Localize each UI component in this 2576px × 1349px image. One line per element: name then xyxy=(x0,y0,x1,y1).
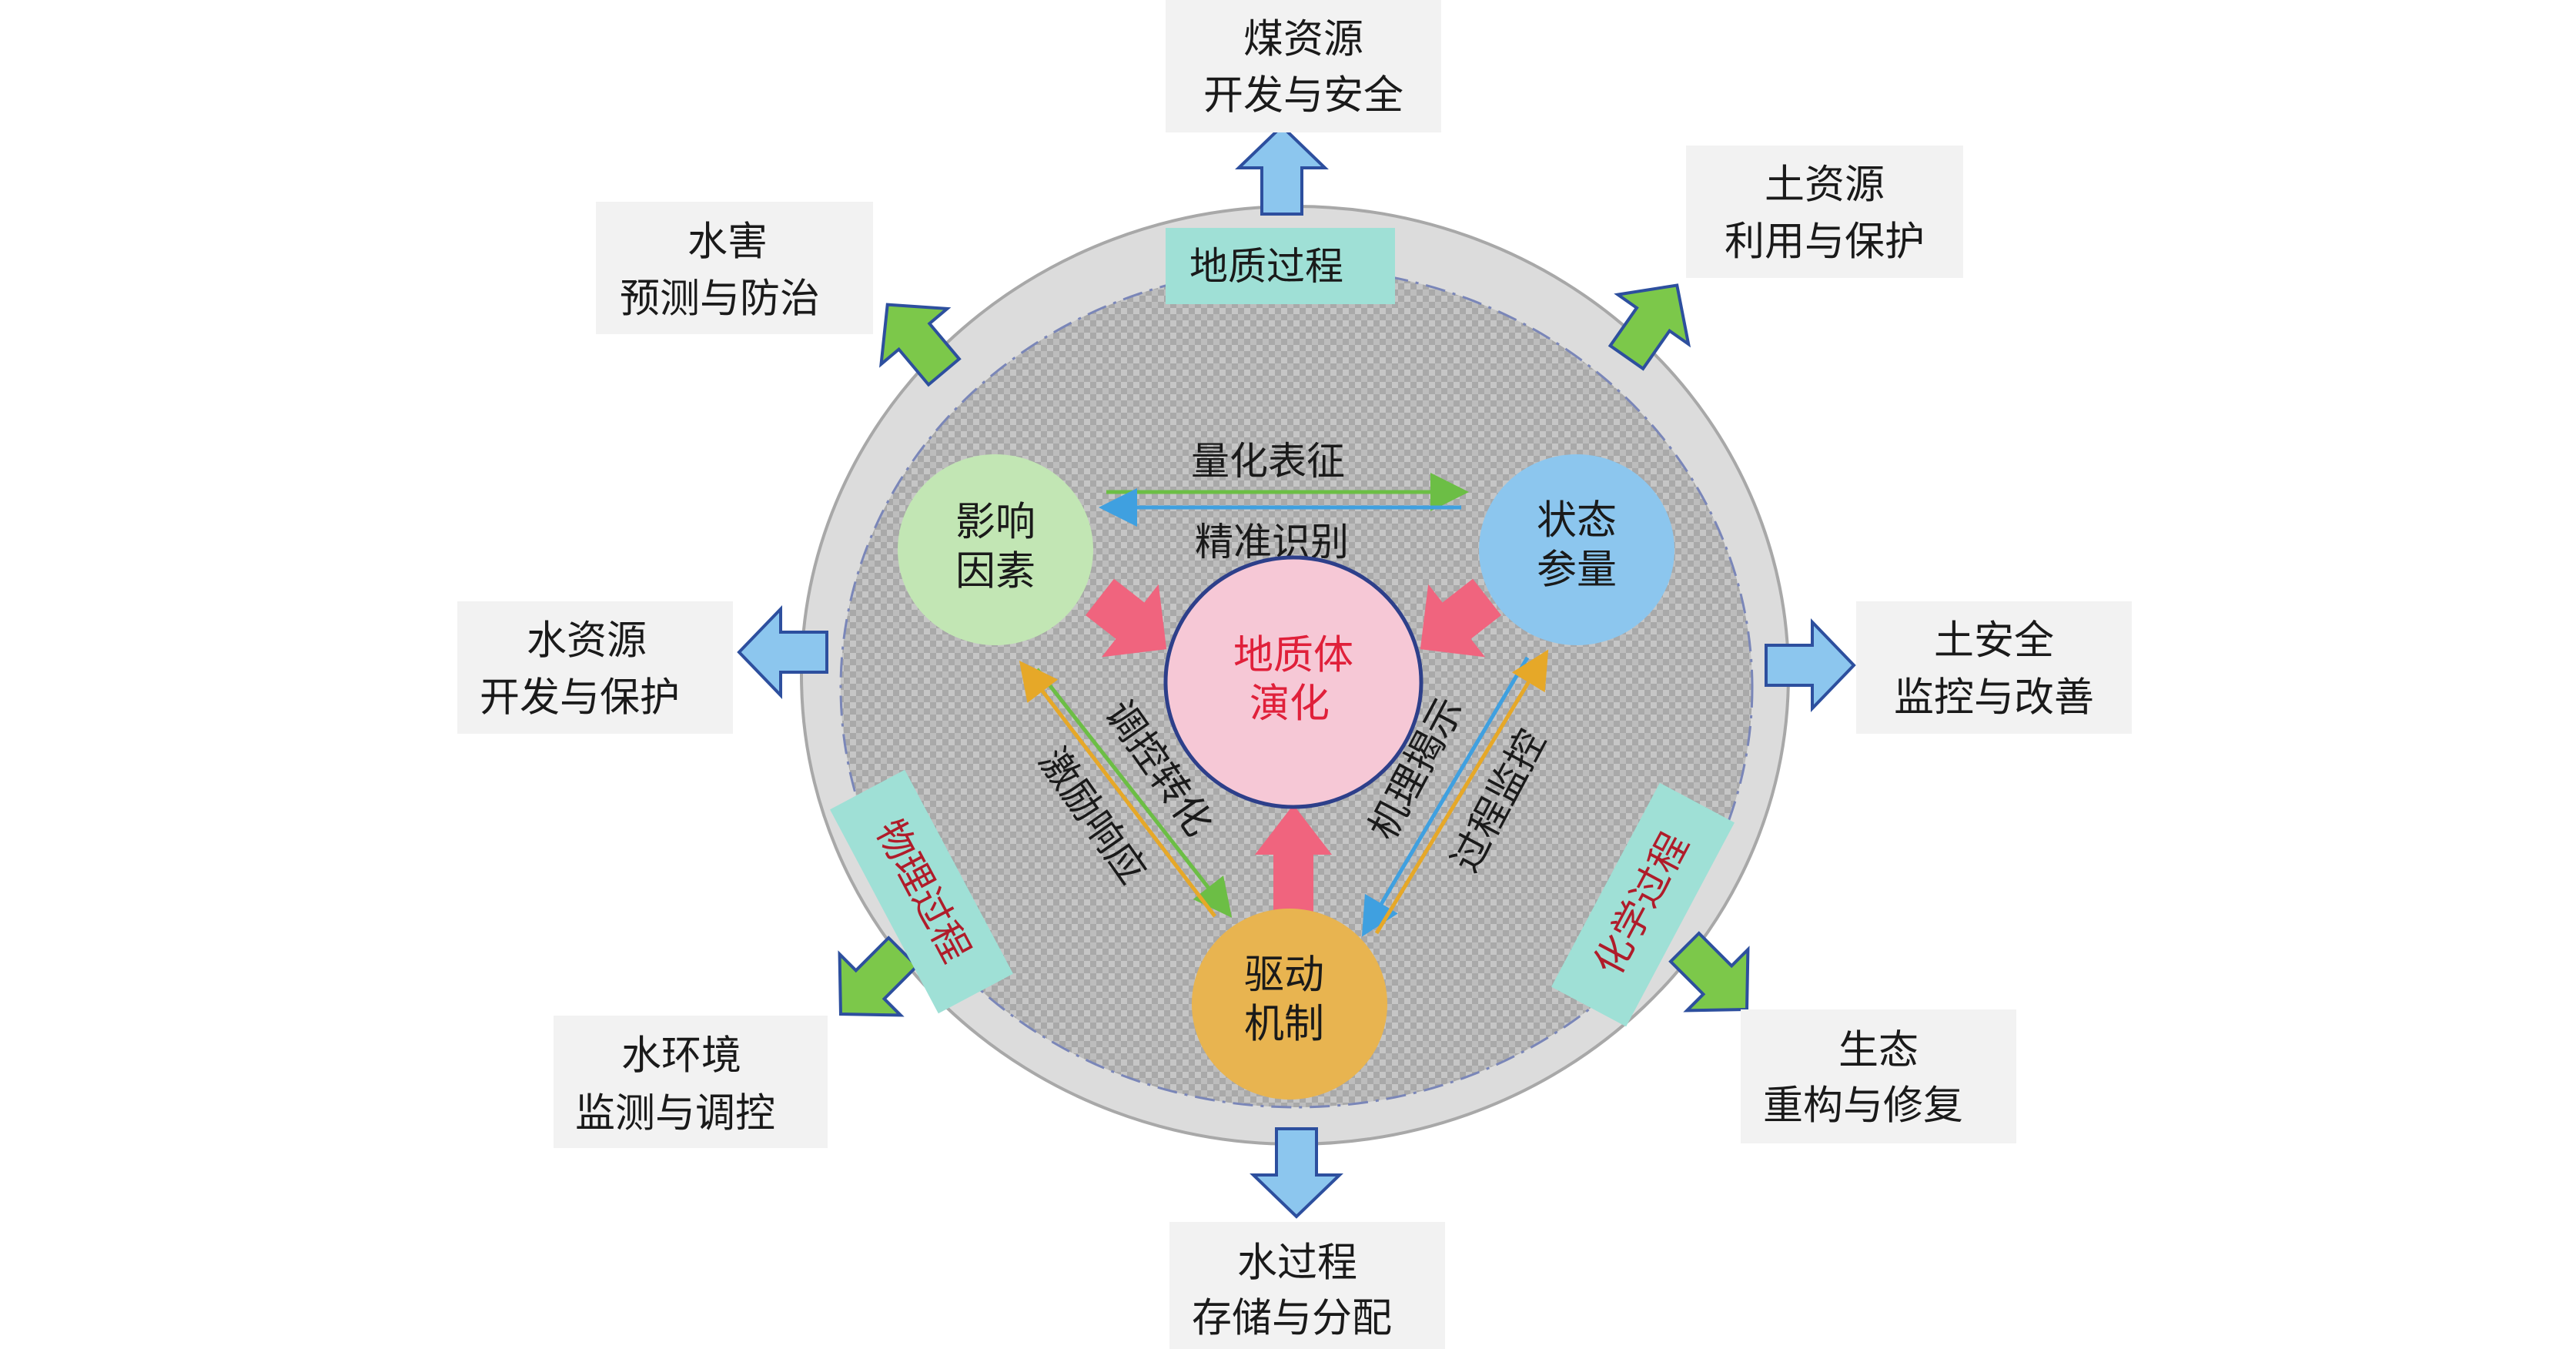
node-driving-mechanism: 驱动 机制 xyxy=(1192,909,1387,1100)
outcome-title: 土资源 xyxy=(1765,162,1885,209)
arrow-up-icon xyxy=(1237,125,1326,216)
outcome-subtitle: 存储与分配 xyxy=(1192,1296,1392,1342)
outcome-water-process: 水过程 存储与分配 xyxy=(1169,1222,1445,1349)
outcome-soil-safety: 土安全 监控与改善 xyxy=(1856,601,2132,734)
process-label: 地质过程 xyxy=(1189,244,1343,289)
outcome-water-environment: 水环境 监测与调控 xyxy=(554,1016,828,1148)
node-label: 参量 xyxy=(1537,547,1617,594)
node-label: 状态 xyxy=(1537,498,1617,544)
outcome-water-resource: 水资源 开发与保护 xyxy=(457,601,733,734)
arrow-driving-to-center-icon xyxy=(1255,805,1332,928)
outcome-subtitle: 监控与改善 xyxy=(1894,675,2094,721)
arrow-mechanism xyxy=(1361,656,1530,937)
outcome-subtitle: 重构与修复 xyxy=(1763,1083,1963,1130)
node-label: 地质体 xyxy=(1233,633,1353,679)
outcome-ecology: 生态 重构与修复 xyxy=(1741,1009,2016,1143)
outcome-title: 煤资源 xyxy=(1243,17,1363,63)
outcome-title: 生态 xyxy=(1838,1028,1919,1074)
link-label-identify: 精准识别 xyxy=(1195,520,1349,564)
node-influence-factors: 影响 因素 xyxy=(898,454,1093,645)
outcome-subtitle: 监测与调控 xyxy=(575,1091,775,1137)
arrow-influence-to-center-icon xyxy=(1086,578,1167,658)
outcome-subtitle: 开发与保护 xyxy=(480,675,680,721)
arrow-state-to-center-icon xyxy=(1420,578,1501,658)
outcome-coal: 煤资源 开发与安全 xyxy=(1166,0,1441,132)
node-label: 驱动 xyxy=(1244,952,1324,999)
outcome-title: 土安全 xyxy=(1934,618,2054,664)
outcome-title: 水资源 xyxy=(527,618,647,664)
arrow-stimulate xyxy=(1019,661,1216,918)
outcome-soil-resource: 土资源 利用与保护 xyxy=(1686,146,1963,278)
outcome-title: 水过程 xyxy=(1237,1240,1357,1287)
node-state-parameters: 状态 参量 xyxy=(1479,454,1674,645)
outcome-title: 水害 xyxy=(687,219,768,266)
arrow-monitor xyxy=(1374,649,1549,935)
outcome-title: 水环境 xyxy=(621,1033,741,1080)
node-label: 因素 xyxy=(955,549,1035,595)
node-label: 机制 xyxy=(1244,1002,1324,1048)
outcome-subtitle: 利用与保护 xyxy=(1725,219,1925,266)
node-geological-evolution: 地质体 演化 xyxy=(1163,555,1423,809)
arrow-regulate xyxy=(1035,668,1233,918)
node-label: 演化 xyxy=(1250,681,1330,728)
process-geological: 地质过程 xyxy=(1166,228,1395,304)
outcome-subtitle: 开发与安全 xyxy=(1203,73,1403,119)
outcome-water-hazard: 水害 预测与防治 xyxy=(596,202,873,334)
node-label: 影响 xyxy=(955,500,1035,546)
link-label-quantify: 量化表征 xyxy=(1191,439,1345,484)
outcome-subtitle: 预测与防治 xyxy=(620,276,820,323)
